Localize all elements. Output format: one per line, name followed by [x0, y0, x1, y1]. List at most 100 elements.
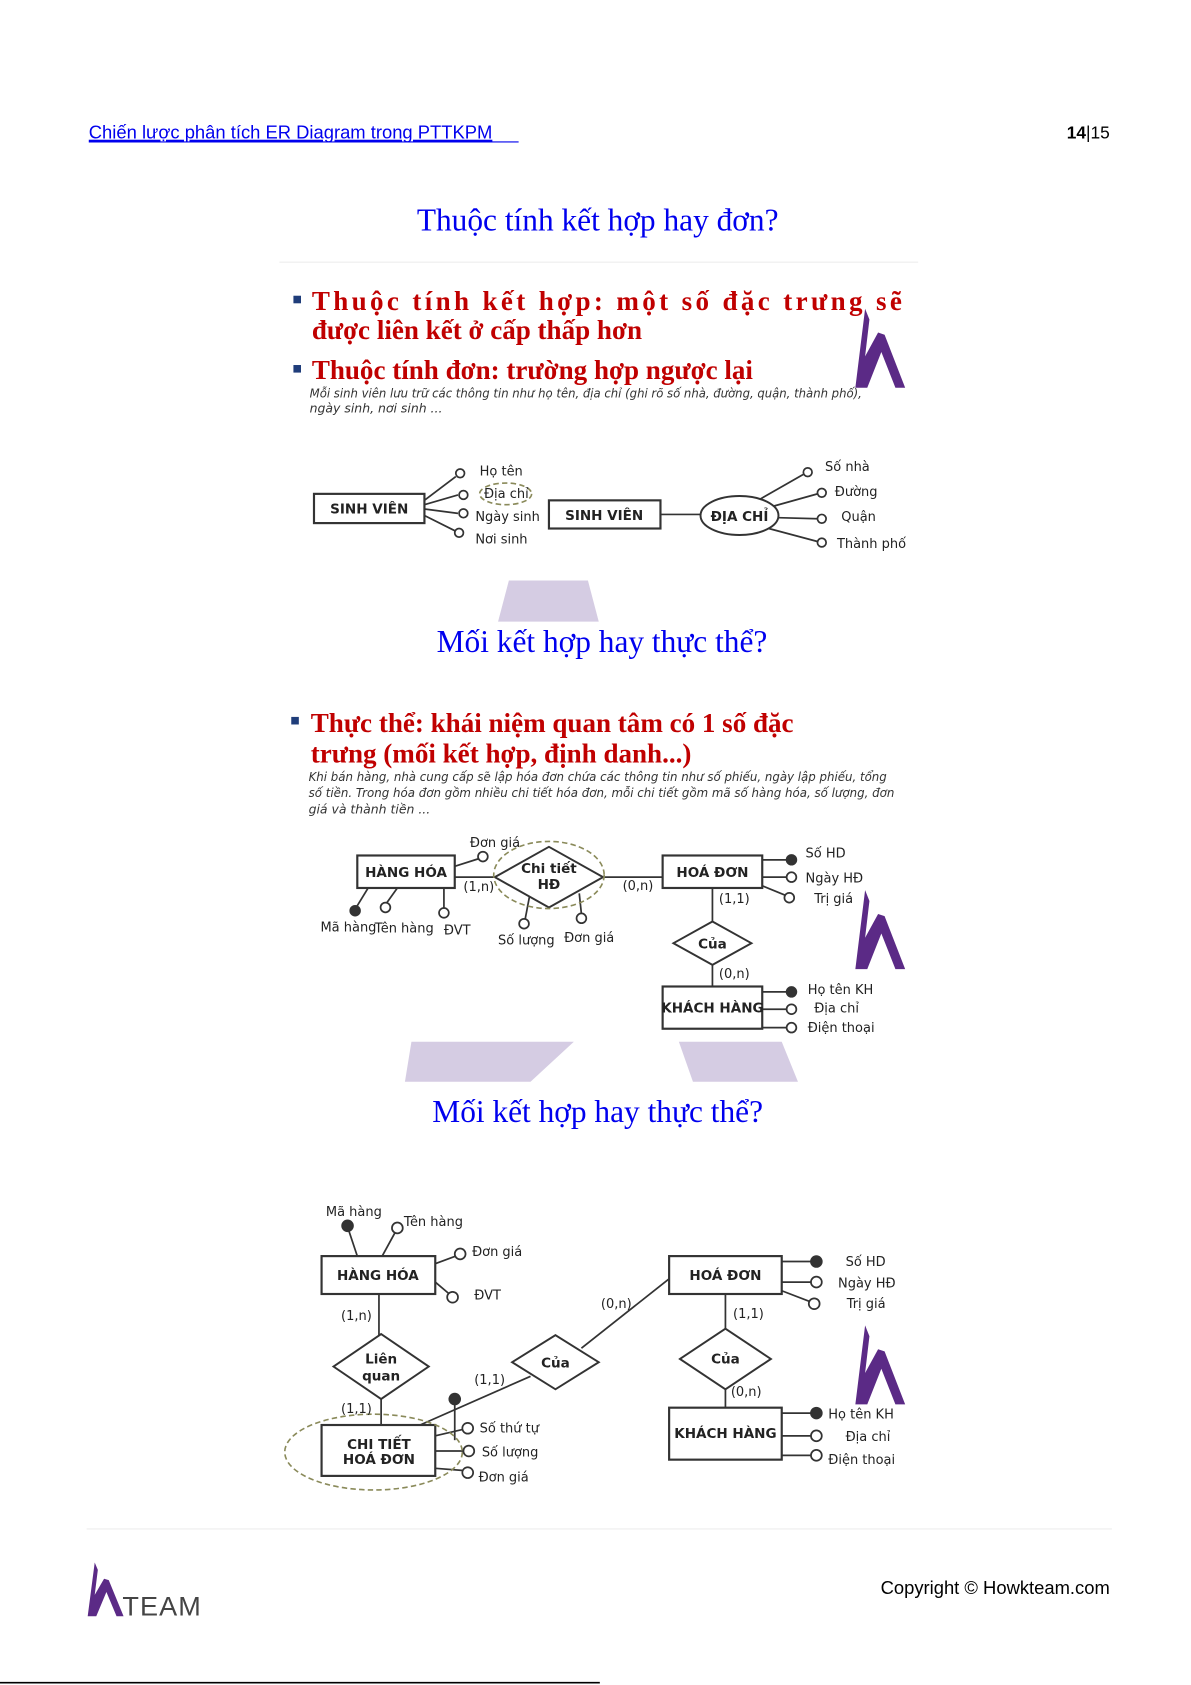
entity-khach-hang — [668, 1406, 783, 1461]
decorative-band — [678, 1041, 798, 1082]
cardinality-label: (0,n) — [719, 967, 750, 982]
entity-label: SINH VIÊN — [565, 506, 643, 524]
attribute-label: Họ tên KH — [808, 983, 874, 998]
attribute-label: Số HD — [806, 847, 846, 862]
attribute-label: Số lượng — [482, 1445, 539, 1460]
attribute-label: Địa chỉ — [846, 1430, 891, 1445]
cardinality-label: (0,n) — [601, 1297, 632, 1312]
bullet-text: được liên kết ở cấp thấp hơn — [312, 315, 642, 345]
attribute-label: Địa chỉ — [484, 487, 529, 502]
attribute-label: Đường — [835, 485, 878, 500]
document-title-link[interactable]: Chiến lược phân tích ER Diagram trong PT… — [89, 122, 493, 143]
relationship-label: HĐ — [538, 877, 561, 893]
relationship-cua-1 — [510, 1333, 601, 1391]
entity-highlight — [283, 1413, 464, 1491]
attribute-label: Ngày HĐ — [806, 872, 864, 887]
decorative-band — [404, 1041, 574, 1082]
page-header: Chiến lược phân tích ER Diagram trong PT… — [88, 122, 1110, 143]
attribute-label: Số HD — [846, 1255, 886, 1270]
entity-label: HÀNG HÓA — [337, 1266, 419, 1284]
cardinality-label: (0,n) — [623, 879, 654, 894]
attribute-label: Mã hàng — [326, 1205, 382, 1220]
decorative-band — [498, 580, 599, 622]
entity-hoa-don — [661, 854, 764, 890]
er-diagram-chi-tiet-entity: HÀNG HÓA Liên quan CHI TIẾT HOÁ ĐƠN Của … — [283, 1205, 896, 1491]
cardinality-label: (0,n) — [731, 1385, 762, 1400]
composite-attribute-dia-chi — [699, 495, 780, 536]
er-diagram-composite-attribute: SINH VIÊN ĐỊA CHỈ Số nhà Đường Quận Thàn… — [547, 460, 906, 552]
entity-label: CHI TIẾT — [347, 1434, 411, 1453]
attribute-label: ĐVT — [444, 924, 471, 939]
attribute-label: Mã hàng — [320, 920, 376, 935]
slide-attribute-composite: Thuộc tính kết hợp hay đơn? Thuộc tính k… — [279, 203, 919, 552]
relationship-cua-2 — [678, 1327, 773, 1391]
relationship-chi-tiet-hd — [492, 845, 606, 909]
relationship-label: Của — [711, 1351, 740, 1367]
attribute-label: Ngày HĐ — [838, 1277, 896, 1292]
cardinality-label: (1,n) — [463, 880, 494, 895]
composite-highlight — [478, 482, 533, 506]
kteam-logo: TEAM — [87, 1562, 201, 1622]
relationship-label: Của — [541, 1356, 570, 1372]
entity-khach-hang — [661, 985, 764, 1030]
attribute-label: Trị giá — [846, 1297, 886, 1312]
entity-label: HOÁ ĐƠN — [676, 863, 748, 881]
attribute-label: Tên hàng — [374, 921, 434, 936]
er-diagram-chi-tiet-relationship: HÀNG HÓA Chi tiết HĐ HOÁ ĐƠN Của KHÁCH H… — [320, 836, 874, 1036]
attribute-label: Số thứ tự — [480, 1422, 540, 1437]
relationship-label: Chi tiết — [521, 860, 577, 877]
attribute-label: Ngày sinh — [475, 510, 540, 525]
cardinality-label: (1,n) — [341, 1309, 372, 1324]
entity-chi-tiet-hoa-don — [320, 1423, 437, 1477]
bullet-text: Thực thể: khái niệm quan tâm có 1 số đặc — [311, 708, 794, 738]
description-text: Khi bán hàng, nhà cung cấp sẽ lập hóa đơ… — [309, 769, 887, 784]
cardinality-label: (1,1) — [719, 892, 750, 907]
entity-hang-hoa — [356, 854, 456, 890]
attribute-label: ĐVT — [474, 1288, 501, 1303]
relationship-lien-quan — [331, 1332, 431, 1401]
er-diagram-simple-attributes: SINH VIÊN Họ tên Địa chỉ Ngày sinh Nơi s… — [312, 464, 540, 548]
entity-hang-hoa — [320, 1255, 437, 1296]
description-text: số tiền. Trong hóa đơn gồm nhiều chi tiế… — [309, 785, 895, 800]
attribute-label: Điện thoại — [808, 1021, 875, 1036]
composite-label: ĐỊA CHỈ — [711, 506, 769, 525]
howkteam-logo-icon — [87, 1562, 124, 1617]
cardinality-label: (1,1) — [341, 1402, 372, 1417]
page-number: 14|15 — [1067, 123, 1110, 143]
slide-relationship-or-entity-2: Mối kết hợp hay thực thể? HÀNG HÓA Liên … — [283, 1094, 906, 1491]
attribute-label: Số lượng — [498, 933, 555, 948]
relationship-highlight — [492, 840, 605, 910]
description-text: ngày sinh, nơi sinh ... — [310, 401, 443, 416]
cardinality-label: (1,1) — [733, 1307, 764, 1322]
entity-label: HOÁ ĐƠN — [343, 1450, 415, 1468]
bullet-square-icon — [291, 716, 299, 725]
bullet-text: trưng (mối kết hợp, định danh...) — [311, 738, 692, 768]
bullet-square-icon — [293, 295, 301, 304]
attribute-label: Địa chỉ — [814, 1001, 859, 1016]
entity-hoa-don — [668, 1255, 783, 1296]
howkteam-logo-icon — [855, 308, 906, 388]
slide-title: Thuộc tính kết hợp hay đơn? — [417, 203, 779, 238]
attribute-label: Điện thoại — [828, 1453, 895, 1468]
attribute-label: Trị giá — [813, 892, 853, 907]
attribute-label: Đơn giá — [564, 931, 614, 946]
slide-relationship-or-entity-1: Mối kết hợp hay thực thể? Thực thể: khái… — [291, 624, 906, 1036]
entity-label: HOÁ ĐƠN — [689, 1266, 761, 1284]
attribute-label: Quận — [841, 510, 876, 525]
relationship-label: Liên — [365, 1351, 397, 1367]
attribute-label: Số nhà — [825, 460, 870, 475]
entity-label: KHÁCH HÀNG — [674, 1424, 776, 1442]
attribute-label: Thành phố — [836, 537, 906, 552]
relationship-label: quan — [362, 1369, 400, 1385]
relationship-cua — [671, 920, 754, 966]
bullet-text: Thuộc tính kết hợp: một số đặc trưng sẽ — [312, 286, 902, 316]
copyright-text: Copyright © Howkteam.com — [881, 1577, 1110, 1598]
relationship-label: Của — [698, 937, 727, 953]
attribute-label: Đơn giá — [479, 1470, 529, 1485]
entity-sinh-vien — [312, 492, 426, 525]
attribute-label: Họ tên — [480, 464, 523, 479]
brand-text: TEAM — [122, 1592, 201, 1622]
entity-label: KHÁCH HÀNG — [661, 998, 763, 1016]
attribute-label: Tên hàng — [403, 1215, 463, 1230]
